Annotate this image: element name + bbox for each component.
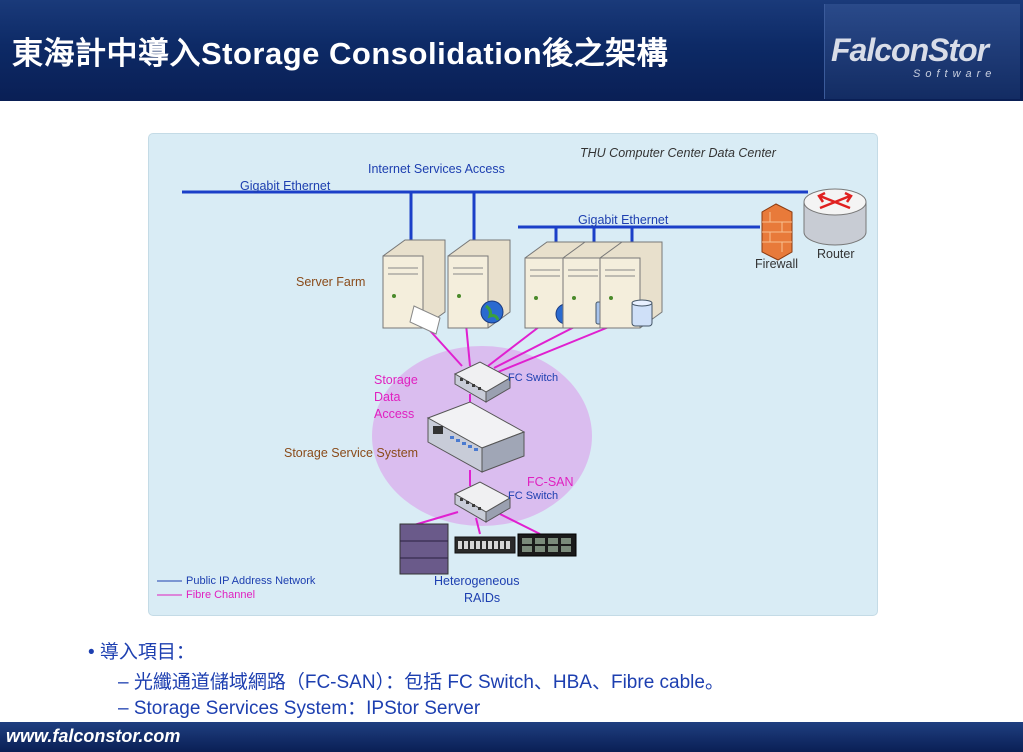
falconstor-logo: FalconStor Software — [824, 4, 1020, 99]
raid-array-3 — [517, 533, 577, 557]
storage-data-access-label-2: Data — [374, 390, 401, 404]
fibre-link — [499, 513, 541, 535]
storage-data-access-label-1: Storage — [374, 373, 418, 387]
firewall-icon — [761, 203, 793, 261]
slide-footer: www.falconstor.com — [0, 722, 1023, 752]
legend-fibre-label: Fibre Channel — [186, 589, 256, 601]
raid-array-2 — [454, 536, 516, 554]
sub-bullet-item: – Storage Services System：IPStor Server — [118, 698, 481, 719]
bullet-item: • 導入項目： — [88, 642, 195, 663]
globe-icon — [480, 300, 504, 324]
slide-title: 東海計中導入Storage Consolidation後之架構 — [12, 36, 669, 71]
raid-array-1 — [399, 523, 449, 575]
gigabit-ethernet-left-label: Gigabit Ethernet — [240, 179, 331, 193]
internet-services-label: Internet Services Access — [368, 162, 505, 176]
logo-text: FalconStor — [831, 32, 989, 68]
footer-url: www.falconstor.com — [6, 726, 181, 746]
fibre-link — [497, 319, 627, 373]
server — [447, 239, 511, 329]
sub-bullet-item: – 光纖通道儲域網路（FC-SAN）：包括 FC Switch、HBA、Fibr… — [118, 672, 724, 693]
heterogeneous-raids-label-2: RAIDs — [464, 591, 501, 605]
fibre-link — [475, 517, 481, 535]
server-farm-servers — [382, 239, 663, 335]
logo-subtext: Software — [913, 68, 997, 80]
fc-switch-top-icon — [453, 361, 512, 403]
fibre-link — [465, 323, 471, 367]
gigabit-ethernet-right-label: Gigabit Ethernet — [578, 213, 669, 227]
fc-san-label: FC-SAN — [527, 475, 574, 489]
storage-data-access-label-3: Access — [374, 407, 415, 421]
legend-public-ip-label: Public IP Address Network — [186, 575, 316, 587]
fc-switch-top-label: FC Switch — [508, 372, 559, 384]
fc-switch-bottom-label: FC Switch — [508, 490, 559, 502]
server-farm-label: Server Farm — [296, 275, 366, 289]
server — [382, 239, 446, 335]
storage-service-system-icon — [426, 401, 526, 473]
firewall-label: Firewall — [755, 257, 799, 271]
router-label: Router — [817, 247, 855, 261]
router-icon — [803, 188, 867, 246]
fc-switch-bottom-icon — [453, 481, 512, 523]
storage-service-system-label: Storage Service System — [284, 446, 419, 460]
slide-header: 東海計中導入Storage Consolidation後之架構 FalconSt… — [0, 0, 1023, 101]
data-center-title: THU Computer Center Data Center — [580, 146, 776, 160]
server — [599, 241, 663, 329]
heterogeneous-raids-label-1: Heterogeneous — [434, 574, 520, 588]
